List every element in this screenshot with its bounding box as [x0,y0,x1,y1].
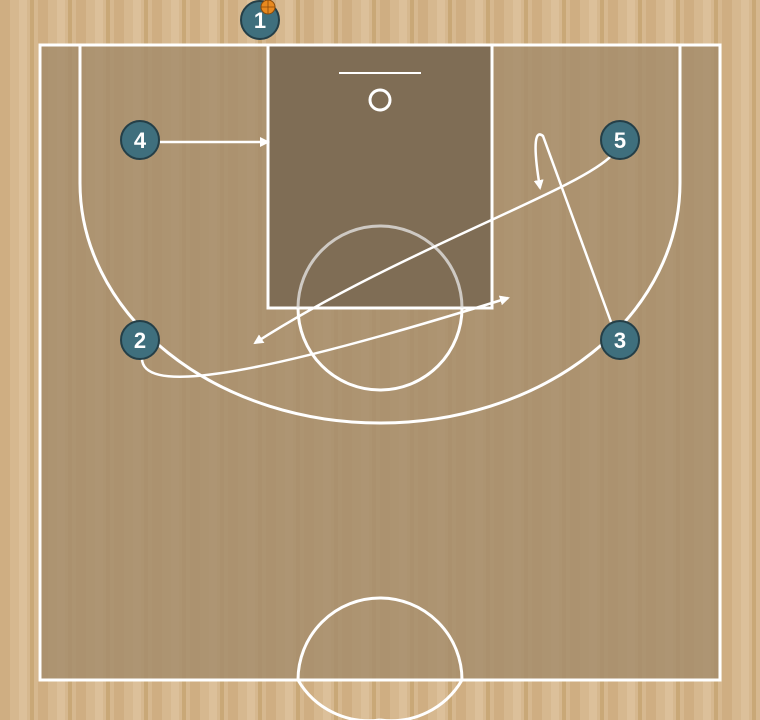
three-point-line [78,45,682,425]
player-3[interactable]: 3 [600,320,640,360]
player-4-marker [120,120,160,160]
cut-path-2 [140,295,510,378]
player-3-label: 3 [614,328,626,353]
center-circle-lower-right [380,679,464,720]
rim [368,88,392,112]
center-circle-lower [296,679,380,720]
court-boundary [38,43,722,682]
player-1-label: 1 [254,8,266,33]
movement-paths [140,133,613,378]
free-throw-circle-lower [296,307,464,392]
cut-path-5 [253,154,613,345]
cut-path-3 [533,133,613,323]
player-2-marker [120,320,160,360]
player-4[interactable]: 4 [120,120,160,160]
player-2-label: 2 [134,328,146,353]
player-2[interactable]: 2 [120,320,160,360]
player-4-label: 4 [134,128,147,153]
players: 1 2 3 4 5 [120,0,640,360]
player-5-label: 5 [614,128,626,153]
player-3-marker [600,320,640,360]
player-5-marker [600,120,640,160]
paint-area [266,43,494,310]
center-circle [296,596,464,681]
basketball-icon [260,0,276,15]
player-1[interactable]: 1 [240,0,280,40]
free-throw-circle-upper [296,224,464,309]
player-5[interactable]: 5 [600,120,640,160]
